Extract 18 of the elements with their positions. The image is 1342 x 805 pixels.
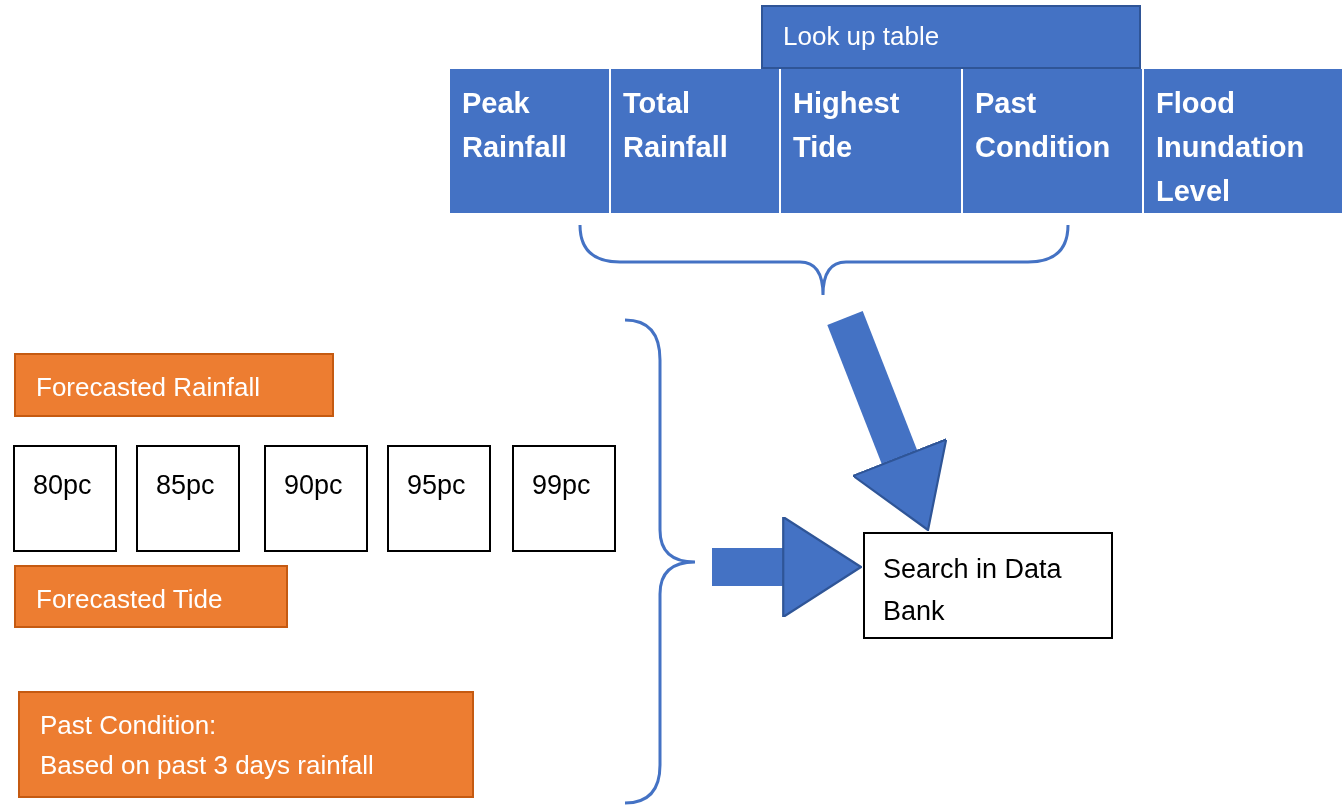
percentile-box: 80pc <box>13 445 117 552</box>
input-box <box>18 691 474 798</box>
table-header-cell: Total Rainfall <box>611 69 779 213</box>
table-header: Look up table <box>761 5 1141 69</box>
table-header-cell: Highest Tide <box>781 69 961 213</box>
box-text: Based on past 3 days rainfall <box>40 749 375 782</box>
table-header-cell: Flood Inundation Level <box>1144 69 1342 213</box>
table-header-cell: Past Condition <box>963 69 1142 213</box>
table-header-cell: Peak Rainfall <box>450 69 609 213</box>
percentile-box: 85pc <box>136 445 240 552</box>
input-box: Forecasted Rainfall <box>14 353 334 417</box>
box-text: Past Condition: <box>40 709 218 742</box>
input-box: Forecasted Tide <box>14 565 288 628</box>
percentile-box: 95pc <box>387 445 491 552</box>
process-box: Search in Data Bank <box>863 532 1113 639</box>
block-arrow <box>712 515 863 619</box>
percentile-box: 99pc <box>512 445 616 552</box>
percentile-box: 90pc <box>264 445 368 552</box>
